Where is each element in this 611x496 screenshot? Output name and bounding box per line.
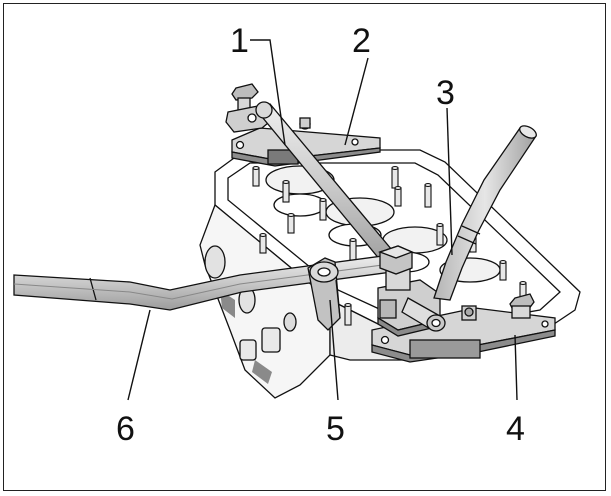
callout-2: 2 — [352, 22, 371, 60]
callout-6: 6 — [116, 410, 135, 448]
leader-6 — [127, 309, 151, 401]
head-studs — [252, 165, 527, 326]
callout-1: 1 — [230, 22, 249, 60]
callout-4: 4 — [506, 410, 525, 448]
leader-4 — [514, 334, 518, 401]
leader-3 — [446, 107, 453, 256]
callout-5: 5 — [326, 410, 345, 448]
lower-clamp-bracket — [371, 293, 556, 363]
leader-5 — [329, 299, 339, 401]
leader-lines — [127, 39, 518, 401]
leader-2 — [344, 57, 369, 146]
rod-clamp — [307, 257, 341, 331]
callout-3: 3 — [436, 74, 455, 112]
bent-tube — [433, 125, 537, 301]
central-clamp — [377, 245, 446, 337]
leader-1 — [250, 39, 286, 146]
